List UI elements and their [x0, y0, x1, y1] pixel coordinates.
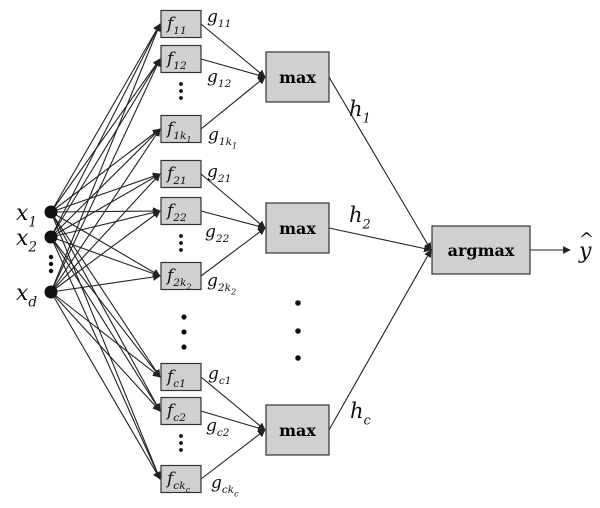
g-label: gckc [211, 473, 239, 499]
edge-f-to-max [200, 429, 266, 480]
edge-input-to-f [50, 58, 161, 213]
output-label: y [578, 239, 592, 264]
f-label: f22 [165, 201, 187, 224]
f-label: f1k1 [165, 119, 192, 145]
h-label: h2 [349, 203, 371, 232]
f-ellipsis [179, 434, 183, 452]
edge-input-to-f [50, 211, 161, 480]
edge-input-to-f [50, 210, 161, 293]
edge-f-to-max [200, 227, 266, 277]
max-box [265, 51, 330, 103]
f-box [160, 114, 202, 144]
edge-input-to-f [50, 58, 161, 293]
edge-f-to-max [200, 173, 266, 229]
f-label: fckc [165, 469, 191, 495]
edge-input-to-f [50, 273, 161, 293]
edge-max-to-argmax [328, 76, 432, 251]
edge-input-to-f [50, 128, 161, 293]
f-box [160, 362, 202, 392]
f-ellipsis [179, 234, 183, 252]
edge-f-to-max [200, 58, 266, 79]
edge-input-to-f [50, 291, 161, 378]
g-label: g11 [207, 7, 231, 30]
edge-input-to-f [50, 23, 161, 293]
input-label: xd [16, 281, 37, 311]
edge-f-to-max [200, 376, 266, 431]
g-label: g12 [207, 67, 232, 90]
edge-input-to-f [50, 236, 161, 480]
g-label: g21 [207, 162, 231, 185]
f-label: f2k2 [165, 266, 192, 292]
edge-input-to-f [50, 128, 161, 213]
edge-input-to-f [50, 207, 161, 215]
f-box [160, 261, 202, 291]
edge-max-to-argmax [328, 227, 432, 253]
nodes-layer [44, 9, 531, 494]
edge-input-to-f [50, 23, 161, 238]
f-box [160, 196, 202, 226]
edge-f-to-max [200, 410, 266, 432]
f-label: f21 [165, 164, 187, 187]
edge-f-to-max [200, 76, 266, 130]
max-label: max [279, 421, 316, 440]
f-box [160, 159, 202, 189]
f-box [160, 9, 202, 39]
edge-input-to-f [50, 173, 161, 238]
h-label: h1 [349, 97, 371, 126]
edge-input-to-f [50, 211, 161, 378]
edge-f-to-max [200, 210, 266, 230]
edge-input-to-f [50, 291, 161, 480]
max-box [265, 202, 330, 254]
edge-input-to-f [50, 173, 161, 293]
edge-input-to-f [50, 291, 161, 412]
edge-input-to-f [50, 236, 161, 378]
f-label: f12 [165, 49, 187, 72]
edge-max-to-argmax [328, 249, 432, 431]
input-label: x1 [16, 201, 37, 231]
f-label: fc2 [165, 401, 186, 424]
argmax-label: argmax [448, 241, 515, 260]
group-ellipsis-max [295, 300, 301, 361]
edge-input-to-f [50, 58, 161, 238]
g-label: gc1 [208, 364, 232, 387]
edge-input-to-f [50, 236, 161, 412]
edge-input-to-f [50, 236, 161, 278]
edge-f-to-max [200, 23, 266, 78]
g-label: g22 [205, 222, 230, 245]
input-node [44, 230, 58, 244]
input-label: x2 [16, 226, 37, 256]
f-label: f11 [165, 14, 187, 37]
max-label: max [279, 219, 316, 238]
edge-input-to-f [50, 172, 161, 213]
f-box [160, 396, 202, 426]
input-node [44, 285, 58, 299]
edge-input-to-f [50, 208, 161, 238]
input-node [44, 205, 58, 219]
max-box [265, 404, 330, 456]
g-label: gc2 [206, 416, 230, 439]
output-hat: ^ [579, 229, 594, 250]
input-ellipsis [48, 254, 54, 274]
edge-input-to-f [50, 211, 161, 412]
g-label: g2k2 [207, 271, 236, 297]
f-label: fc1 [165, 367, 186, 390]
max-label: max [279, 68, 316, 87]
argmax-box [431, 225, 531, 275]
g-label: g1k1 [208, 125, 237, 151]
edges-layer [50, 23, 571, 480]
group-ellipsis-f [181, 314, 187, 350]
edge-input-to-f [50, 128, 161, 238]
f-ellipsis [179, 82, 183, 100]
h-label: hc [350, 399, 372, 428]
f-box [160, 464, 202, 494]
edge-input-to-f [50, 23, 161, 213]
f-box [160, 44, 202, 74]
edge-input-to-f [50, 211, 161, 277]
